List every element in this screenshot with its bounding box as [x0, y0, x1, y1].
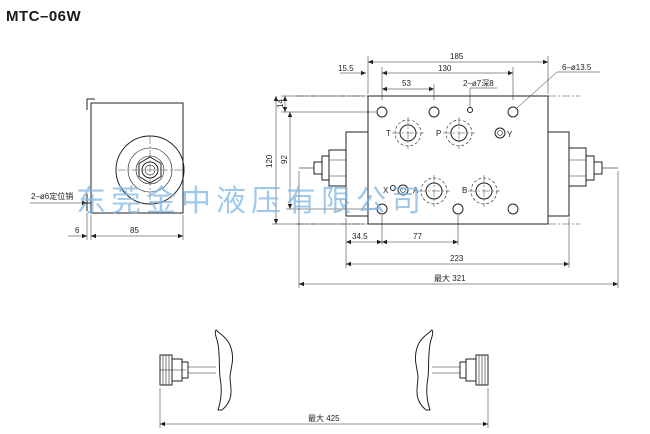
knob-assembly-view: 最大 425	[159, 329, 489, 428]
mount-hole	[507, 203, 519, 215]
port-label-y: Y	[507, 130, 513, 139]
right-cover	[547, 131, 570, 217]
left-valve-cover-profile	[214, 329, 234, 411]
left-locknut	[328, 149, 347, 187]
model-title: MTC–06W	[6, 8, 82, 25]
dim-15-5: 15.5	[338, 64, 354, 73]
dim-mount-hole: 6–ø13.5	[562, 63, 592, 72]
dim-max-321: 最大 321	[434, 273, 466, 283]
dim-max-425: 最大 425	[308, 413, 340, 423]
port-x-circle	[397, 184, 409, 196]
port-label-b: B	[462, 186, 467, 195]
mount-hole	[376, 203, 388, 215]
dim-14: 14	[276, 99, 285, 108]
front-view-dimensions: 185 130 15.5 53 2–ø7深8 6–ø13.5 14 120 92	[265, 52, 619, 288]
dim-34-5: 34.5	[352, 232, 368, 241]
locating-pin-hole	[467, 107, 473, 113]
port-label-p: P	[436, 129, 441, 138]
right-adjust-knob	[414, 329, 489, 411]
left-cover	[345, 131, 369, 217]
dim-92: 92	[280, 155, 289, 164]
right-locknut	[568, 147, 587, 187]
dim-locating-pin: 2–ø6定位销	[31, 191, 73, 201]
side-view-dimensions: 2–ø6定位销 6 85	[30, 191, 184, 240]
mount-hole	[428, 106, 440, 118]
dim-6: 6	[75, 226, 80, 235]
side-view	[86, 98, 185, 214]
port-label-a: A	[413, 186, 419, 195]
port-label-t: T	[386, 129, 391, 138]
side-view-body	[90, 102, 184, 214]
valve-body	[367, 95, 549, 225]
dim-53: 53	[402, 79, 411, 88]
port-label-x: X	[383, 186, 389, 195]
dim-130: 130	[438, 64, 452, 73]
mount-hole	[376, 106, 388, 118]
dim-185: 185	[450, 52, 464, 61]
mount-hole	[507, 106, 519, 118]
dim-77: 77	[413, 232, 422, 241]
right-valve-cover-profile	[414, 329, 434, 411]
dim-85: 85	[130, 226, 139, 235]
port-y-circle	[494, 127, 506, 139]
mount-hole	[452, 203, 464, 215]
dim-120: 120	[265, 154, 274, 168]
locating-pin-hole	[390, 185, 396, 191]
dim-locating-hole: 2–ø7深8	[463, 79, 494, 88]
left-adjust-knob	[159, 329, 234, 411]
dim-223: 223	[450, 254, 464, 263]
front-view: T P Y X A B	[296, 95, 618, 225]
